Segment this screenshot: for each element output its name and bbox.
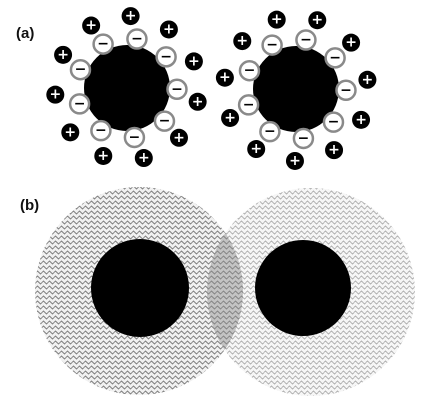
left-particle-negative-ion: − [155,46,177,68]
charged-particle-right: −−−−−−−−−+++++++++++ [215,10,377,170]
right-particle-negative-ion: − [295,29,317,51]
right-particle-negative-ion: − [292,127,315,150]
left-particle-negative-ion: − [153,110,176,132]
svg-text:+: + [328,142,340,158]
right-particle-positive-ion: + [267,10,286,29]
right-particle-negative-ion: − [237,94,260,116]
right-particle-negative-ion: − [335,79,357,102]
right-particle-negative-ion: − [261,34,283,56]
overlap-diagram [35,187,415,396]
particle-core-right-b [255,240,351,336]
left-particle-positive-ion: + [54,45,73,64]
svg-text:−: − [300,32,312,48]
svg-text:−: − [298,130,310,146]
right-particle-positive-ion: + [221,108,240,127]
svg-text:+: + [271,12,283,28]
left-particle-positive-ion: + [188,92,207,111]
left-particle-negative-ion: − [166,78,188,101]
charged-particle-left: −−−−−−−−−+++++++++++ [46,7,207,168]
svg-text:−: − [75,62,87,78]
svg-text:+: + [173,130,185,146]
panel-a-label: (a) [16,25,34,42]
left-particle-positive-ion: + [134,149,153,168]
panel-b-label: (b) [20,197,39,214]
right-particle-negative-ion: − [324,47,346,69]
svg-text:−: − [264,124,276,140]
left-particle-negative-ion: − [69,58,92,81]
right-particle-positive-ion: + [308,11,327,30]
svg-text:+: + [49,87,61,103]
svg-text:+: + [289,153,301,169]
left-particle-positive-ion: + [159,20,178,39]
left-particle-negative-ion: − [126,28,148,50]
svg-text:+: + [97,148,109,164]
right-particle-positive-ion: + [325,141,344,160]
right-particle-negative-ion: − [322,111,345,133]
svg-text:+: + [125,8,137,24]
left-particle-positive-ion: + [169,128,188,147]
svg-text:+: + [188,53,200,69]
svg-text:−: − [160,49,172,65]
svg-text:+: + [362,72,374,88]
svg-text:+: + [345,35,357,51]
right-particle-positive-ion: + [285,151,304,170]
svg-text:−: − [171,81,183,97]
svg-text:+: + [192,94,204,110]
svg-text:−: − [243,97,255,113]
svg-text:+: + [57,47,69,63]
svg-text:+: + [138,150,150,166]
svg-text:+: + [311,12,323,28]
left-particle-core [84,45,170,131]
left-particle-positive-ion: + [61,123,80,142]
svg-text:−: − [329,50,341,66]
svg-text:+: + [219,70,231,86]
svg-text:−: − [328,114,340,130]
left-particle-positive-ion: + [121,7,140,26]
svg-text:−: − [95,123,107,139]
svg-text:−: − [244,63,256,79]
left-particle-negative-ion: − [90,119,112,142]
left-particle-negative-ion: − [68,93,91,115]
right-particle-negative-ion: − [238,59,261,82]
svg-text:−: − [131,31,143,47]
svg-text:+: + [250,141,262,157]
right-particle-positive-ion: + [358,70,377,89]
svg-text:+: + [163,21,175,37]
right-particle-core [253,46,339,132]
left-particle-negative-ion: − [92,33,114,55]
left-particle-positive-ion: + [94,146,113,165]
svg-text:−: − [97,36,109,52]
right-particle-positive-ion: + [247,140,266,159]
right-particle-positive-ion: + [352,110,371,129]
svg-text:−: − [74,96,86,112]
left-particle-positive-ion: + [82,16,101,35]
right-particle-positive-ion: + [233,32,252,51]
right-particle-negative-ion: − [259,120,281,143]
svg-text:−: − [159,113,171,129]
svg-text:−: − [129,129,141,145]
left-particle-negative-ion: − [123,126,146,149]
svg-text:−: − [266,37,278,53]
svg-text:−: − [340,82,352,98]
left-particle-positive-ion: + [184,52,203,71]
right-particle-positive-ion: + [215,68,234,87]
svg-text:+: + [236,33,248,49]
svg-text:+: + [355,112,367,128]
svg-text:+: + [64,124,76,140]
right-particle-positive-ion: + [342,33,361,52]
left-particle-positive-ion: + [46,85,65,104]
particle-core-left-b [91,239,189,337]
svg-text:+: + [224,110,236,126]
svg-text:+: + [85,18,97,34]
